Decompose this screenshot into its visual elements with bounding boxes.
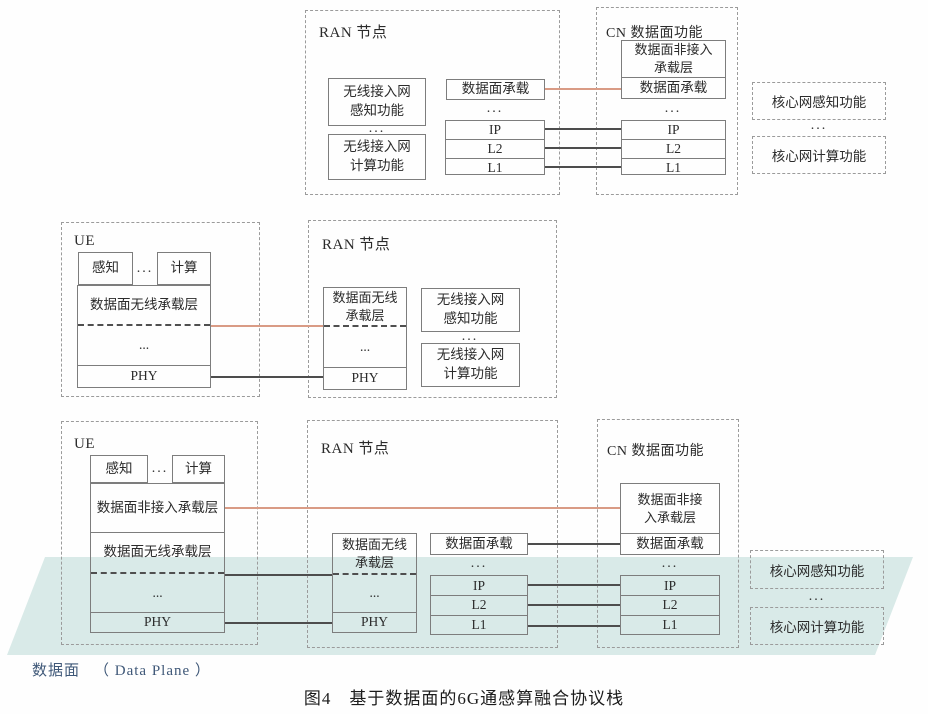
bot-cn-layer-stack: IP L2 L1 (620, 575, 720, 635)
mid-ran-phy: PHY (324, 367, 406, 389)
top-ran-stack-ellipsis: ... (486, 101, 504, 116)
bot-ran-layer-l2: L2 (431, 595, 527, 614)
top-core-compute-function-box: 核心网计算功能 (752, 136, 886, 174)
top-l1-link (545, 166, 621, 168)
top-cn-layer-l2: L2 (622, 139, 725, 158)
mid-ue-title: UE (74, 233, 95, 249)
top-ran-sense-function-box: 无线接入网 感知功能 (328, 78, 426, 126)
mid-ran-fn-ellipsis: ... (461, 329, 479, 344)
mid-ue-header-ellipsis: ... (136, 261, 154, 276)
figure-caption: 图4 基于数据面的6G通感算融合协议栈 (303, 689, 625, 708)
top-ran-layer-stack: IP L2 L1 (445, 120, 545, 175)
mid-ran-protocol-stack: 数据面无线 承载层 ... PHY (323, 287, 407, 390)
top-l2-link (545, 147, 621, 149)
bot-l2-link (528, 604, 620, 606)
top-cn-layer-ip: IP (667, 122, 680, 137)
bot-cn-bearer-stack: 数据面非接 入承载层 数据面承载 (620, 483, 720, 555)
top-ran-fn-ellipsis: ... (368, 121, 386, 136)
bot-ran-bearer-ellipsis: ... (470, 556, 488, 571)
bot-ue-radio-bearer: 数据面无线承载层 (91, 533, 224, 574)
bot-bearer-link (528, 543, 620, 545)
mid-ue-sense-box: 感知 (78, 252, 133, 285)
bot-ue-stack-ellipsis: ... (152, 584, 163, 600)
mid-ue-radio-bearer: 数据面无线承载层 (78, 286, 210, 326)
bot-ue-sense-box: 感知 (90, 455, 148, 483)
top-ran-title: RAN 节点 (319, 25, 388, 41)
data-plane-label-zh: 数据面 (32, 663, 81, 679)
top-cn-layer-l1: L1 (622, 158, 725, 177)
bot-l1-link (528, 625, 620, 627)
bot-cn-layer-ip: IP (663, 577, 676, 593)
mid-ran-title: RAN 节点 (322, 237, 391, 253)
mid-ran-stack-ellipsis: ... (359, 338, 371, 354)
bot-ran-bearer-box: 数据面承载 (430, 533, 528, 555)
bot-cn-bearer: 数据面承载 (621, 533, 719, 554)
bot-ue-container: UE (61, 421, 258, 645)
mid-ue-protocol-stack: 数据面无线承载层 ... PHY (77, 285, 211, 388)
bot-cn-layer-l1: L1 (621, 614, 719, 634)
bot-ran-radio-bearer: 数据面无线 承载层 (333, 534, 416, 575)
bot-ue-phy: PHY (91, 612, 224, 632)
bot-phy-link (225, 622, 332, 624)
bot-cn-nas-bearer: 数据面非接 入承载层 (637, 491, 703, 525)
mid-phy-link (211, 376, 323, 378)
bot-ue-header-ellipsis: ... (151, 461, 169, 476)
bot-ran-layer-l1: L1 (431, 614, 527, 634)
mid-ran-sense-function-box: 无线接入网 感知功能 (421, 288, 520, 332)
top-cn-bearer: 数据面承载 (622, 77, 725, 98)
bot-ue-nas-bearer: 数据面非接入承载层 (91, 484, 224, 533)
bot-ran-phy: PHY (333, 612, 416, 632)
bot-cn-container: CN 数据面功能 (597, 419, 739, 648)
mid-ue-compute-box: 计算 (157, 252, 211, 285)
top-ran-node-container: RAN 节点 (305, 10, 560, 195)
data-plane-label-en: （ Data Plane ） (94, 663, 211, 679)
bot-ran-container: RAN 节点 (307, 420, 558, 648)
top-ran-layer-ip: IP (488, 122, 501, 137)
top-core-sense-function-box: 核心网感知功能 (752, 82, 886, 120)
bot-ue-compute-box: 计算 (172, 455, 225, 483)
mid-ue-phy: PHY (78, 365, 210, 387)
top-core-ellipsis: ... (810, 118, 828, 133)
top-cn-layer-stack: IP L2 L1 (621, 120, 726, 175)
top-cn-bearer-stack: 数据面非接入 承载层 数据面承载 (621, 40, 726, 99)
bot-ue-protocol-stack: 数据面非接入承载层 数据面无线承载层 ... PHY (90, 483, 225, 633)
top-ip-link (545, 128, 621, 130)
bot-ip-link (528, 584, 620, 586)
mid-ran-radio-bearer: 数据面无线 承载层 (324, 288, 406, 327)
top-cn-container: CN 数据面功能 (596, 7, 738, 195)
top-bearer-link-orange (545, 88, 621, 90)
top-cn-stack-ellipsis: ... (664, 101, 682, 116)
bot-core-compute-function-box: 核心网计算功能 (750, 607, 884, 645)
mid-ue-stack-ellipsis: ... (138, 337, 150, 353)
top-ran-layer-l1: L1 (446, 158, 544, 177)
mid-ue-container: UE (61, 222, 260, 397)
bot-cn-stack-ellipsis: ... (661, 556, 679, 571)
bot-core-ellipsis: ... (808, 589, 826, 604)
top-cn-title: CN 数据面功能 (606, 26, 703, 41)
mid-radio-bearer-link-orange (211, 325, 323, 327)
bot-ran-radio-stack: 数据面无线 承载层 ... PHY (332, 533, 417, 633)
bot-ran-title: RAN 节点 (321, 441, 390, 457)
bot-cn-layer-l2: L2 (621, 595, 719, 614)
bot-ran-layer-stack: IP L2 L1 (430, 575, 528, 635)
top-ran-bearer-box: 数据面承载 (446, 79, 545, 100)
bot-ue-title: UE (74, 436, 95, 452)
bot-ran-stack-ellipsis: ... (369, 585, 380, 601)
bot-ran-layer-ip: IP (472, 577, 485, 593)
top-ran-layer-l2: L2 (446, 139, 544, 158)
bot-core-sense-function-box: 核心网感知功能 (750, 550, 884, 589)
data-plane-label: 数据面 （ Data Plane ） (32, 659, 211, 680)
bot-cn-title: CN 数据面功能 (607, 444, 704, 459)
top-ran-compute-function-box: 无线接入网 计算功能 (328, 134, 426, 180)
bot-nas-bearer-link-orange (225, 507, 620, 509)
top-cn-nas-bearer: 数据面非接入 承载层 (634, 42, 713, 75)
bot-radio-bearer-link (225, 574, 332, 576)
mid-ran-container: RAN 节点 (308, 220, 557, 398)
mid-ran-compute-function-box: 无线接入网 计算功能 (421, 343, 520, 387)
